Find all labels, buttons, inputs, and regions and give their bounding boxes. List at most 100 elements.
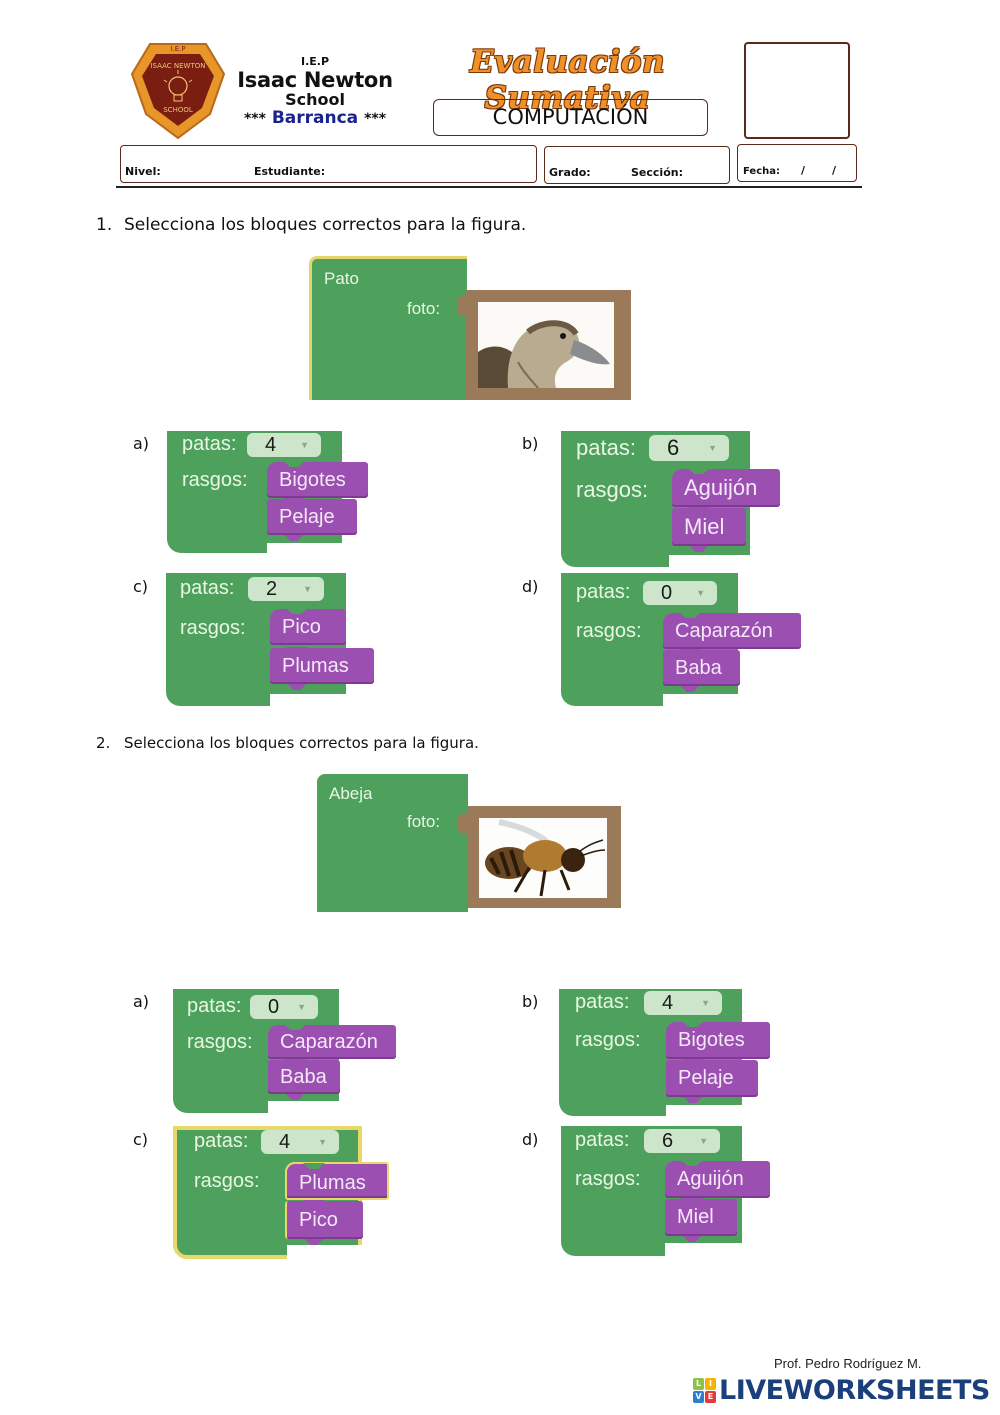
fecha-sep-2: / — [832, 164, 837, 177]
patas-value: 0 — [661, 582, 673, 604]
student-photo-box — [744, 42, 850, 139]
dropdown-arrow-icon: ▼ — [300, 440, 309, 450]
liveworksheets-brand[interactable]: L I V E LIVEWORKSHEETS — [693, 1374, 990, 1406]
trait-chip[interactable]: Miel — [672, 507, 746, 552]
patas-label: patas: — [187, 995, 242, 1017]
tile-l: L — [693, 1377, 704, 1390]
tab-icon — [288, 684, 306, 690]
block-gap — [268, 1101, 339, 1113]
patas-dropdown[interactable]: 0▼ — [250, 995, 318, 1019]
figure-block-pato: Pato foto: — [309, 256, 631, 400]
option-2c[interactable]: patas: 4▼ rasgos: Plumas Pico — [173, 1126, 393, 1259]
notch-icon — [283, 461, 305, 467]
patas-dropdown[interactable]: 6▼ — [644, 1129, 720, 1153]
foto-label: foto: — [407, 812, 441, 831]
dropdown-arrow-icon: ▼ — [701, 998, 710, 1008]
option-2d[interactable]: patas: 6▼ rasgos: Aguijón Miel — [561, 1126, 776, 1256]
school-city-line: *** Barranca *** — [226, 110, 404, 127]
patas-label: patas: — [575, 1129, 630, 1151]
fecha-label: Fecha: — [743, 166, 781, 177]
estudiante-label: Estudiante: — [254, 165, 326, 178]
animal-name: Pato — [324, 269, 359, 288]
rasgos-label: rasgos: — [575, 1029, 641, 1051]
block-gap — [287, 1245, 362, 1259]
trait-chip[interactable]: Miel — [665, 1198, 737, 1242]
trait-chip[interactable]: Pelaje — [666, 1059, 758, 1103]
trait-chip[interactable]: Bigotes — [267, 461, 368, 498]
trait-text: Aguijón — [677, 1168, 744, 1190]
trait-text: Miel — [684, 514, 725, 539]
patas-value: 4 — [662, 992, 674, 1014]
patas-dropdown[interactable]: 2▼ — [248, 577, 324, 601]
tile-i: I — [705, 1377, 716, 1390]
patas-label: patas: — [575, 991, 630, 1013]
photo-frame — [466, 290, 631, 400]
trait-chip[interactable]: Pico — [270, 608, 346, 645]
patas-dropdown[interactable]: 6▼ — [649, 435, 729, 461]
dropdown-arrow-icon: ▼ — [318, 1137, 327, 1147]
notch-icon — [681, 1160, 703, 1166]
trait-chip[interactable]: Pico — [285, 1200, 363, 1245]
option-1b[interactable]: patas: 6▼ rasgos: Aguijón Miel — [561, 431, 786, 567]
patas-dropdown[interactable]: 4▼ — [261, 1130, 339, 1154]
trait-chip[interactable]: Baba — [268, 1059, 340, 1100]
notch-icon — [283, 498, 305, 504]
trait-chip[interactable]: Caparazón — [268, 1024, 396, 1059]
trait-text: Caparazón — [280, 1031, 378, 1053]
school-city: Barranca — [271, 108, 359, 128]
patas-dropdown[interactable]: 4▼ — [644, 991, 722, 1015]
trait-chip[interactable]: Pelaje — [267, 498, 357, 541]
notch-icon — [303, 1200, 325, 1206]
photo-frame — [467, 806, 621, 908]
option-1c[interactable]: patas: 2▼ rasgos: Pico Plumas — [166, 573, 376, 706]
brand-text: LIVEWORKSHEETS — [719, 1374, 990, 1406]
dropdown-arrow-icon: ▼ — [303, 584, 312, 594]
trait-text: Plumas — [282, 655, 349, 677]
option-label-1a: a) — [133, 434, 150, 453]
tab-icon — [286, 1094, 304, 1100]
question-number: 1. — [96, 215, 113, 235]
block-gap — [267, 543, 342, 553]
notch-icon — [286, 647, 308, 653]
duck-photo — [478, 302, 614, 388]
option-2a[interactable]: patas: 0▼ rasgos: Caparazón Baba — [173, 989, 398, 1113]
notch-icon — [688, 507, 710, 513]
trait-chip[interactable]: Aguijón — [672, 468, 780, 507]
dropdown-arrow-icon: ▼ — [708, 443, 717, 453]
option-1d[interactable]: patas: 0▼ rasgos: Caparazón Baba — [561, 573, 803, 706]
patas-label: patas: — [182, 433, 237, 455]
question-number: 2. — [96, 734, 111, 752]
question-text: Selecciona los bloques correctos para la… — [124, 215, 527, 235]
shield-logo-icon: I.E.P ISAAC NEWTON SCHOOL — [130, 43, 226, 140]
patas-dropdown[interactable]: 0▼ — [643, 581, 717, 605]
option-2b[interactable]: patas: 4▼ rasgos: Bigotes Pelaje — [559, 989, 774, 1116]
notch-icon — [679, 612, 701, 618]
trait-chip[interactable]: Caparazón — [663, 612, 801, 649]
block-gap — [270, 694, 346, 706]
option-1a[interactable]: patas: 4▼ rasgos: Bigotes Pelaje — [167, 431, 372, 553]
trait-chip[interactable]: Plumas — [285, 1162, 389, 1200]
rasgos-label: rasgos: — [576, 620, 642, 642]
tab-icon — [683, 1236, 701, 1242]
school-sub: School — [285, 90, 345, 109]
animal-name: Abeja — [329, 784, 373, 803]
header-divider — [116, 186, 862, 188]
trait-text: Pelaje — [678, 1067, 734, 1089]
trait-chip[interactable]: Baba — [663, 649, 740, 692]
school-name: Isaac Newton — [237, 68, 393, 92]
block-gap — [663, 694, 738, 706]
dropdown-arrow-icon: ▼ — [297, 1002, 306, 1012]
option-label-1b: b) — [522, 434, 539, 453]
duck-image-icon — [478, 302, 614, 388]
rasgos-label: rasgos: — [576, 477, 649, 502]
patas-label: patas: — [180, 577, 235, 599]
patas-value: 4 — [265, 434, 277, 456]
patas-dropdown[interactable]: 4▼ — [247, 433, 321, 457]
svg-text:ISAAC NEWTON: ISAAC NEWTON — [150, 62, 205, 70]
trait-chip[interactable]: Plumas — [270, 647, 374, 690]
trait-chip[interactable]: Bigotes — [666, 1021, 770, 1059]
trait-chip[interactable]: Aguijón — [665, 1160, 770, 1198]
grado-label: Grado: — [549, 166, 591, 179]
notch-icon — [682, 1059, 704, 1065]
definition-block: Pato foto: — [309, 256, 467, 400]
